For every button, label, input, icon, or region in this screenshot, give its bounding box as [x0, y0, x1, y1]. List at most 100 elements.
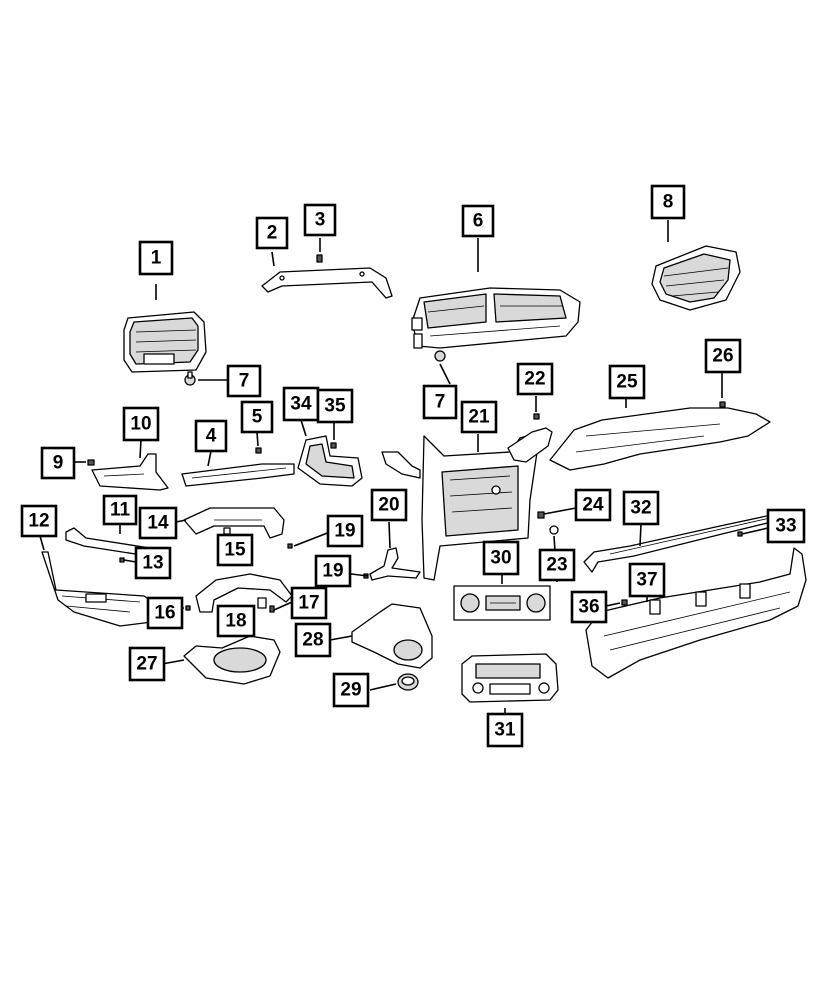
- callout-10: 10: [122, 406, 160, 442]
- callout-2: 2: [255, 216, 289, 250]
- callout-13: 13: [134, 546, 172, 580]
- svg-text:6: 6: [473, 211, 484, 232]
- part-10-left-trim: [91, 453, 169, 491]
- part-19-clip-upper: [287, 543, 293, 549]
- svg-text:7: 7: [239, 371, 250, 392]
- callout-17: 17: [290, 586, 328, 620]
- svg-text:35: 35: [324, 396, 346, 417]
- part-34-corner-trim: [297, 435, 363, 487]
- svg-text:21: 21: [468, 407, 490, 428]
- svg-text:22: 22: [524, 369, 545, 390]
- part-25-dash-pad: [549, 407, 771, 471]
- svg-text:23: 23: [546, 555, 567, 576]
- callout-1: 1: [138, 240, 174, 276]
- part-37-lower-right-panel: [585, 547, 807, 679]
- callout-7-center: 7: [422, 384, 458, 420]
- svg-text:9: 9: [53, 453, 64, 474]
- callout-14: 14: [138, 506, 178, 540]
- callout-21: 21: [460, 400, 498, 434]
- svg-text:28: 28: [302, 630, 323, 651]
- part-7-screw-center: [434, 350, 446, 362]
- part-31-radio-control-panel: [461, 653, 559, 703]
- callout-15: 15: [216, 533, 254, 567]
- svg-text:12: 12: [28, 511, 49, 532]
- part-33-clip: [737, 531, 743, 537]
- callout-16: 16: [146, 596, 184, 630]
- callout-25: 25: [608, 364, 646, 400]
- callout-12: 12: [20, 504, 58, 538]
- callout-9: 9: [40, 446, 76, 480]
- part-32-trim-strip: [583, 513, 781, 573]
- part-3-clip: [316, 254, 323, 263]
- part-20-wire-bracket: [369, 547, 421, 581]
- part-9-clip: [87, 459, 95, 466]
- svg-text:34: 34: [290, 394, 312, 415]
- svg-text:4: 4: [206, 426, 217, 447]
- part-22-clip: [533, 413, 540, 420]
- svg-text:29: 29: [340, 680, 361, 701]
- svg-text:31: 31: [494, 720, 516, 741]
- callout-28: 28: [294, 622, 332, 658]
- callout-3: 3: [303, 203, 337, 237]
- part-5-clip: [255, 447, 262, 454]
- svg-text:26: 26: [712, 346, 733, 367]
- callout-5: 5: [240, 400, 274, 434]
- callout-30: 30: [482, 540, 520, 576]
- part-30-climate-control-panel: [453, 585, 551, 621]
- svg-text:36: 36: [578, 597, 599, 618]
- svg-text:32: 32: [630, 498, 651, 519]
- part-6-center-vent-assembly: [411, 287, 581, 349]
- svg-text:15: 15: [224, 540, 246, 561]
- callout-24: 24: [574, 488, 612, 522]
- svg-text:24: 24: [582, 495, 604, 516]
- part-8-right-air-vent: [651, 245, 741, 311]
- callout-11: 11: [102, 494, 138, 526]
- part-4-bezel-strip: [181, 463, 295, 487]
- callout-37: 37: [628, 562, 666, 598]
- part-27-knee-bolster: [183, 635, 281, 685]
- part-21-top-lip: [381, 427, 553, 479]
- part-28-console-side-panel: [351, 603, 433, 669]
- part-23-screw: [549, 525, 559, 535]
- svg-text:33: 33: [775, 516, 796, 537]
- callout-19-upper: 19: [326, 514, 364, 548]
- callout-18: 18: [216, 604, 256, 638]
- callout-4: 4: [194, 419, 228, 453]
- callout-33: 33: [766, 508, 806, 544]
- callout-26: 26: [704, 338, 742, 374]
- svg-text:17: 17: [298, 593, 319, 614]
- part-24-clip: [537, 511, 545, 519]
- svg-text:1: 1: [151, 248, 162, 269]
- part-29-round-cap: [397, 673, 419, 691]
- part-13-clip: [119, 557, 125, 563]
- svg-text:25: 25: [616, 372, 638, 393]
- svg-text:37: 37: [636, 570, 657, 591]
- callout-36: 36: [570, 590, 608, 624]
- part-18-column-shroud-lower: [195, 573, 293, 613]
- callout-22: 22: [516, 362, 554, 396]
- part-21-center-frame: [421, 431, 541, 581]
- part-17-clip: [269, 605, 275, 613]
- part-7-screw-left: [184, 371, 196, 386]
- part-1-left-air-vent: [123, 311, 207, 373]
- svg-text:7: 7: [435, 392, 446, 413]
- part-36-clip: [621, 599, 628, 606]
- svg-text:30: 30: [490, 548, 511, 569]
- svg-text:16: 16: [154, 603, 175, 624]
- svg-text:3: 3: [315, 210, 326, 231]
- callout-32: 32: [622, 490, 660, 526]
- callout-35: 35: [316, 388, 354, 424]
- svg-text:20: 20: [378, 495, 399, 516]
- svg-text:10: 10: [130, 414, 151, 435]
- callout-7-left: 7: [226, 364, 262, 398]
- callout-6: 6: [461, 204, 495, 238]
- callout-20: 20: [370, 488, 408, 522]
- svg-text:13: 13: [142, 553, 163, 574]
- svg-text:19: 19: [334, 521, 355, 542]
- part-15-column-shroud-upper: [183, 507, 285, 539]
- callout-34: 34: [282, 386, 320, 422]
- part-35-clip: [330, 442, 337, 449]
- svg-text:27: 27: [136, 654, 157, 675]
- svg-text:18: 18: [225, 611, 246, 632]
